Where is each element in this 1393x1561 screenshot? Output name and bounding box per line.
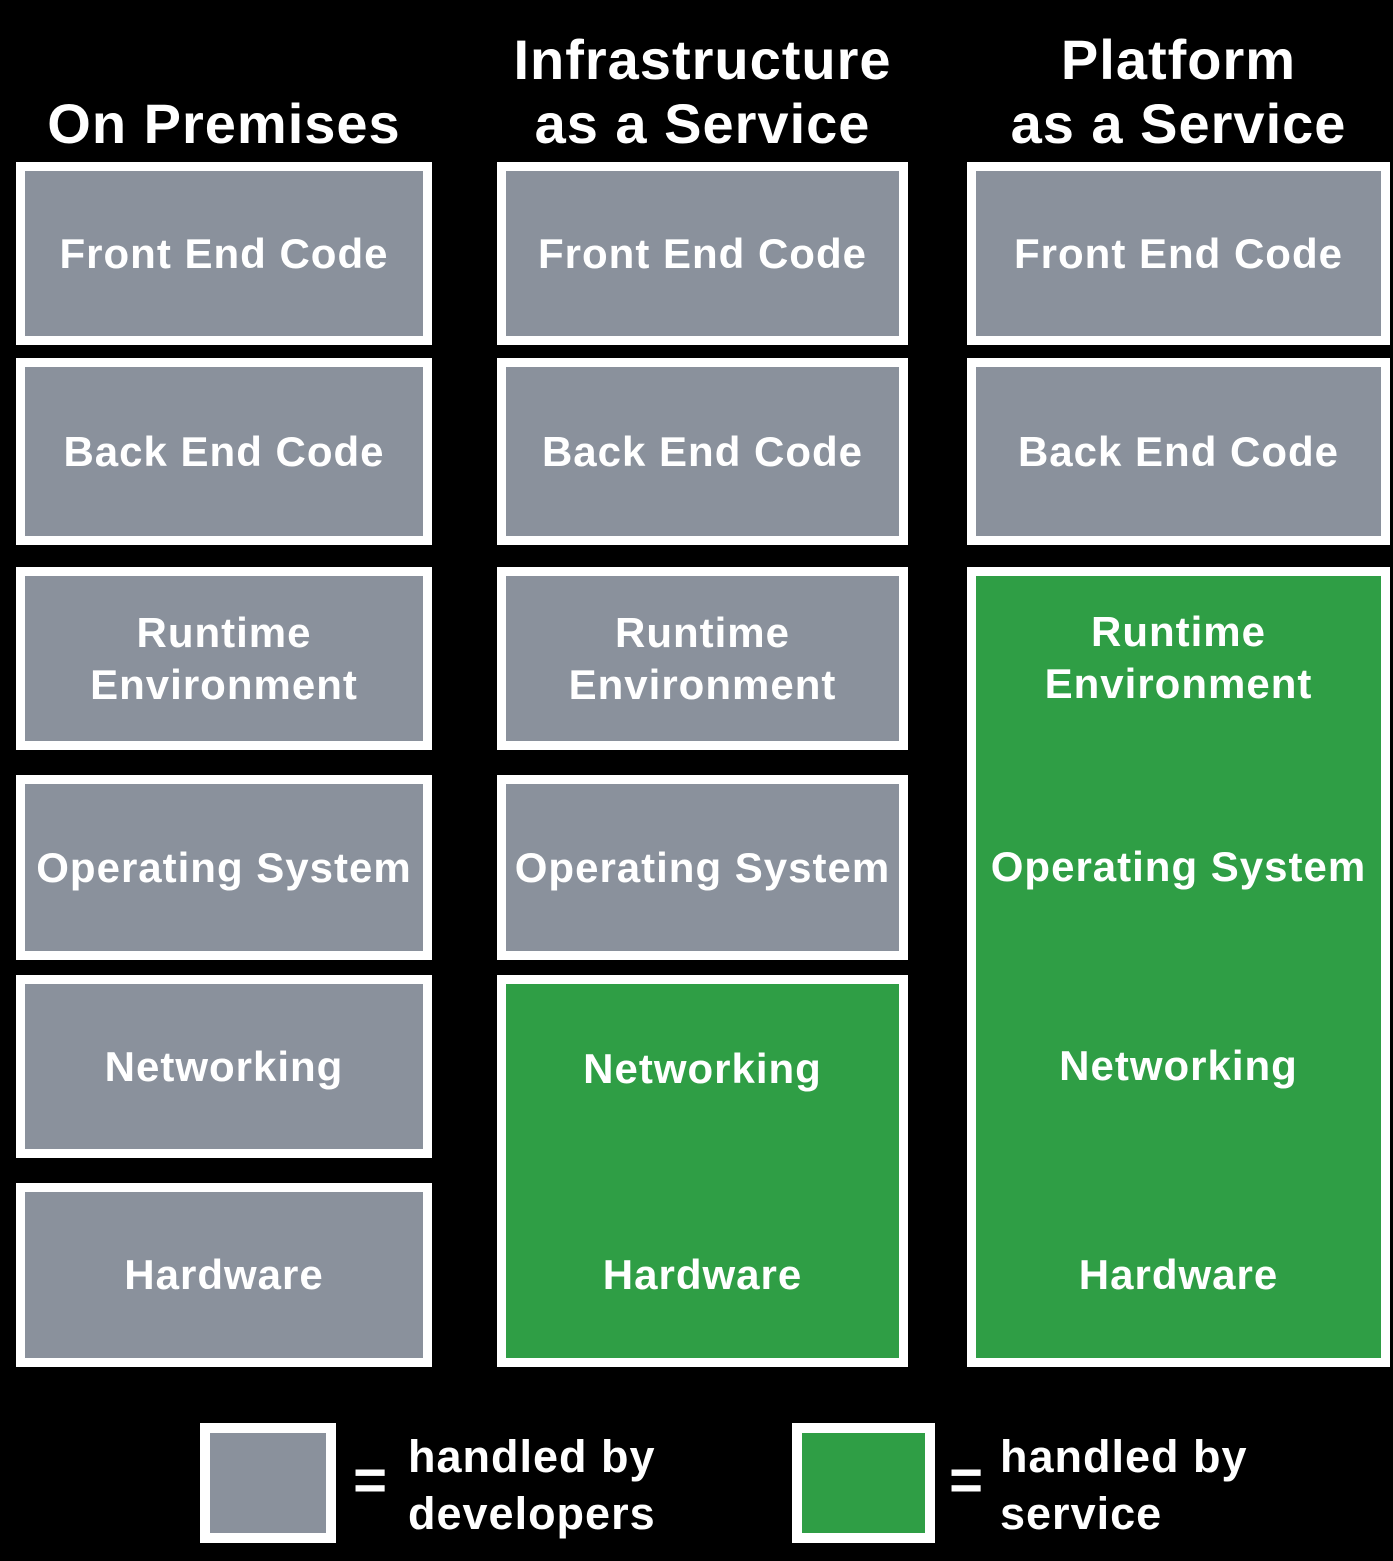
paas-networking-label: Networking — [1059, 1042, 1298, 1089]
column-header-iaas: Infrastructure as a Service — [497, 20, 908, 156]
iaas-front-end-code-label: Front End Code — [538, 229, 867, 277]
legend-label-handled-by-service: handled by service — [1000, 1431, 1248, 1539]
iaas-runtime-environment-box: Runtime Environment — [497, 567, 908, 750]
paas-operating-system-label-wrap: Operating System — [976, 837, 1381, 897]
onprem-front-end-code-label: Front End Code — [59, 229, 389, 277]
iaas-operating-system-box: Operating System — [497, 775, 908, 960]
column-header-on-premises-text: On Premises — [47, 92, 401, 155]
onprem-operating-system-label: Operating System — [36, 843, 412, 891]
paas-back-end-code-label: Back End Code — [1017, 427, 1340, 475]
legend-equals-green: = — [949, 1447, 983, 1513]
onprem-back-end-code-box: Back End Code — [16, 358, 432, 545]
onprem-networking-label: Networking — [104, 1042, 344, 1090]
iaas-runtime-environment-label: Runtime Environment — [568, 608, 837, 708]
iaas-back-end-code-box: Back End Code — [497, 358, 908, 545]
onprem-runtime-environment-label: Runtime Environment — [90, 608, 358, 708]
paas-back-end-code-box: Back End Code — [967, 358, 1390, 545]
paas-runtime-environment-label-wrap: Runtime Environment — [976, 606, 1381, 710]
paas-vendor-managed-box: Runtime Environment Operating System Net… — [967, 567, 1390, 1367]
paas-front-end-code-box: Front End Code — [967, 162, 1390, 345]
iaas-vendor-managed-box: Networking Hardware — [497, 975, 908, 1367]
onprem-runtime-environment-box: Runtime Environment — [16, 567, 432, 750]
onprem-hardware-label: Hardware — [124, 1251, 324, 1298]
column-header-iaas-text: Infrastructure as a Service — [513, 28, 892, 155]
onprem-operating-system-box: Operating System — [16, 775, 432, 960]
iaas-operating-system-label: Operating System — [514, 843, 891, 891]
column-header-paas-text: Platform as a Service — [1010, 28, 1347, 155]
onprem-hardware-box: Hardware — [16, 1183, 432, 1367]
legend-label-handled-by-developers: handled by developers — [408, 1431, 656, 1539]
iaas-networking-label: Networking — [583, 1045, 822, 1092]
legend-equals-gray: = — [353, 1447, 387, 1513]
column-header-on-premises: On Premises — [16, 20, 432, 156]
legend-swatch-gray — [200, 1423, 336, 1543]
paas-operating-system-label: Operating System — [990, 843, 1367, 890]
onprem-back-end-code-label: Back End Code — [63, 427, 385, 475]
onprem-networking-box: Networking — [16, 975, 432, 1158]
iaas-networking-label-wrap: Networking — [506, 1039, 899, 1099]
paas-hardware-label-wrap: Hardware — [976, 1245, 1381, 1305]
paas-runtime-environment-label: Runtime Environment — [1044, 608, 1313, 707]
iaas-front-end-code-box: Front End Code — [497, 162, 908, 345]
column-header-paas: Platform as a Service — [967, 20, 1390, 156]
iaas-hardware-label: Hardware — [602, 1251, 803, 1298]
legend-swatch-green — [792, 1423, 935, 1543]
paas-hardware-label: Hardware — [1078, 1251, 1279, 1298]
iaas-hardware-label-wrap: Hardware — [506, 1245, 899, 1305]
onprem-front-end-code-box: Front End Code — [16, 162, 432, 345]
iaas-back-end-code-label: Back End Code — [541, 427, 864, 475]
paas-networking-label-wrap: Networking — [976, 1036, 1381, 1096]
paas-front-end-code-label: Front End Code — [1014, 229, 1343, 277]
